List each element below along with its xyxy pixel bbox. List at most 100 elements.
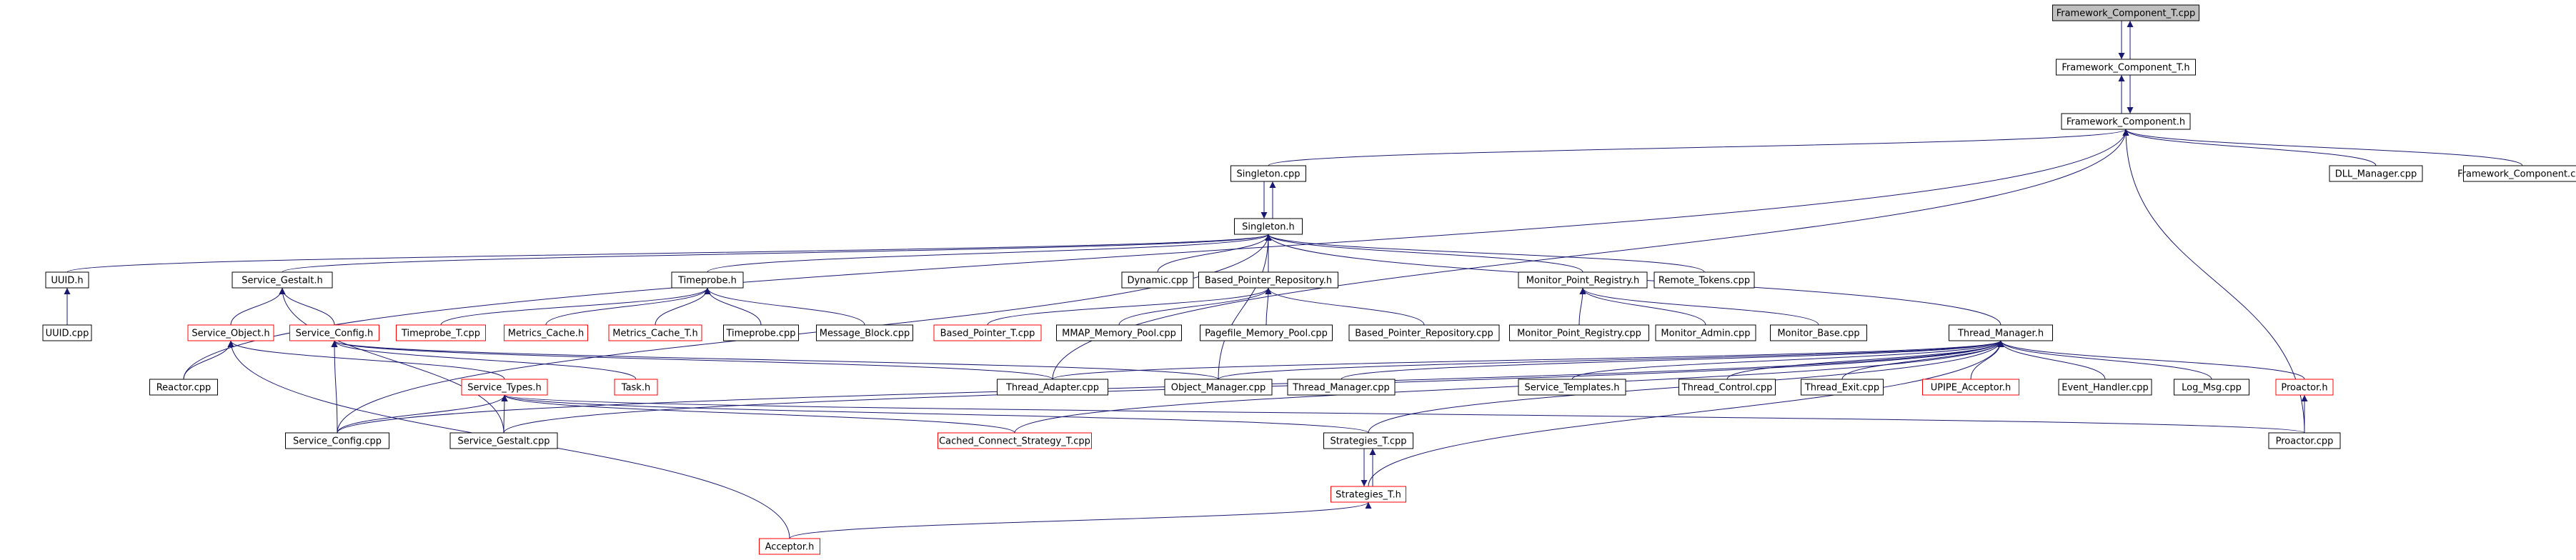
file-node-label: Acceptor.h — [765, 542, 815, 553]
file-node-box — [1653, 271, 1755, 289]
file-node[interactable]: Proactor.cpp — [2268, 432, 2341, 449]
file-node-box — [1056, 324, 1182, 341]
file-node[interactable]: Based_Pointer_Repository.h — [1198, 271, 1338, 289]
include-edge — [1052, 340, 2004, 380]
file-node-label: Proactor.h — [2281, 383, 2327, 394]
file-node-label: Message_Block.cpp — [820, 329, 910, 339]
file-node-label: Service_Config.cpp — [293, 436, 382, 447]
file-node-box — [1323, 432, 1413, 449]
file-node-box — [1121, 271, 1194, 289]
file-node-box — [723, 324, 799, 341]
file-node-label: Thread_Manager.h — [1957, 329, 2044, 339]
file-node[interactable]: UUID.h — [45, 271, 89, 289]
file-node[interactable]: Based_Pointer_T.cpp — [933, 324, 1042, 341]
include-edge — [1157, 234, 1272, 273]
file-node[interactable]: Thread_Manager.h — [1949, 324, 2053, 341]
file-node[interactable]: Strategies_T.cpp — [1323, 432, 1413, 449]
file-node[interactable]: Service_Object.h — [187, 324, 274, 341]
file-node[interactable]: UUID.cpp — [42, 324, 92, 341]
file-node[interactable]: Framework_Component_T.cpp — [2052, 4, 2199, 21]
include-edge — [440, 287, 711, 326]
include-edge — [1052, 129, 2129, 380]
file-node[interactable]: Pagefile_Memory_Pool.cpp — [1200, 324, 1333, 341]
include-edge — [337, 394, 508, 434]
file-node[interactable]: Reactor.cpp — [149, 379, 218, 396]
file-node-label: Proactor.cpp — [2276, 436, 2334, 447]
file-node[interactable]: Service_Gestalt.h — [232, 271, 333, 289]
file-node-label: Pagefile_Memory_Pool.cpp — [1205, 329, 1328, 339]
file-node[interactable]: Framework_Component.h — [2061, 113, 2191, 130]
file-node-label: Service_Types.h — [467, 383, 542, 394]
file-node[interactable]: Singleton.cpp — [1230, 165, 1306, 182]
file-node[interactable]: UPIPE_Acceptor.h — [1922, 379, 2019, 396]
file-node[interactable]: Monitor_Admin.cpp — [1655, 324, 1756, 341]
file-node-box — [2052, 4, 2199, 21]
file-node[interactable]: Service_Templates.h — [1518, 379, 1626, 396]
file-node-box — [1164, 379, 1273, 396]
file-node[interactable]: Monitor_Point_Registry.cpp — [1509, 324, 1649, 341]
file-node-label: Thread_Manager.cpp — [1292, 383, 1390, 394]
file-node[interactable]: Proactor.h — [2275, 379, 2334, 396]
file-node[interactable]: Thread_Adapter.cpp — [997, 379, 1108, 396]
file-node[interactable]: Timeprobe.cpp — [723, 324, 799, 341]
file-node[interactable]: Thread_Control.cpp — [1679, 379, 1776, 396]
file-node-box — [759, 538, 820, 555]
file-node[interactable]: Object_Manager.cpp — [1164, 379, 1273, 396]
file-node[interactable]: Dynamic.cpp — [1121, 271, 1194, 289]
file-node-box — [614, 379, 658, 396]
file-node[interactable]: Message_Block.cpp — [816, 324, 913, 341]
file-node-label: Service_Templates.h — [1524, 383, 1619, 394]
file-node-box — [45, 271, 89, 289]
include-edge — [1268, 129, 2129, 166]
file-node-label: Strategies_T.cpp — [1330, 436, 1406, 447]
file-node[interactable]: Service_Types.h — [461, 379, 548, 396]
file-node[interactable]: Monitor_Point_Registry.h — [1518, 271, 1648, 289]
file-node[interactable]: Service_Config.cpp — [285, 432, 389, 449]
file-node[interactable]: Remote_Tokens.cpp — [1653, 271, 1755, 289]
file-node[interactable]: Based_Pointer_Repository.cpp — [1348, 324, 1500, 341]
include-edge — [331, 340, 1219, 380]
file-node[interactable]: Event_Handler.cpp — [2058, 379, 2152, 396]
file-node[interactable]: Timeprobe_T.cpp — [396, 324, 486, 341]
file-node[interactable]: Thread_Manager.cpp — [1287, 379, 1396, 396]
file-node[interactable]: Acceptor.h — [759, 538, 820, 555]
include-edge — [1014, 340, 2004, 434]
file-node[interactable]: Log_Msg.cpp — [2174, 379, 2249, 396]
file-node-box — [2275, 379, 2334, 396]
file-node-label: Thread_Exit.cpp — [1804, 383, 1879, 394]
file-node[interactable]: DLL_Manager.cpp — [2329, 165, 2423, 182]
file-node-box — [449, 432, 558, 449]
file-node-box — [1801, 379, 1884, 396]
include-edge — [230, 287, 286, 326]
include-edge — [1997, 340, 2305, 380]
file-node[interactable]: Monitor_Base.cpp — [1770, 324, 1867, 341]
file-node-box — [1770, 324, 1867, 341]
file-node-box — [1348, 324, 1500, 341]
file-node[interactable]: Framework_Component_T.h — [2056, 59, 2196, 76]
file-node-box — [285, 432, 389, 449]
file-node[interactable]: MMAP_Memory_Pool.cpp — [1056, 324, 1182, 341]
file-node-label: UPIPE_Acceptor.h — [1931, 383, 2011, 394]
file-node[interactable]: Framework_Component.cpp — [2457, 165, 2576, 182]
file-node[interactable]: Service_Gestalt.cpp — [449, 432, 558, 449]
file-node[interactable]: Strategies_T.h — [1331, 486, 1406, 503]
file-node-label: Reactor.cpp — [156, 383, 212, 394]
file-node-label: Monitor_Point_Registry.h — [1526, 276, 1639, 286]
include-edge — [1579, 287, 1706, 326]
file-node-box — [1287, 379, 1396, 396]
file-node[interactable]: Service_Config.h — [289, 324, 379, 341]
file-node[interactable]: Thread_Exit.cpp — [1801, 379, 1884, 396]
file-node-box — [1509, 324, 1649, 341]
file-node[interactable]: Timeprobe.h — [671, 271, 744, 289]
include-edge — [1368, 340, 2004, 487]
file-node-label: Monitor_Point_Registry.cpp — [1517, 329, 1641, 339]
file-node[interactable]: Cached_Connect_Strategy_T.cpp — [938, 432, 1092, 449]
file-node[interactable]: Metrics_Cache.h — [504, 324, 588, 341]
file-node-label: Monitor_Base.cpp — [1777, 329, 1859, 339]
file-node[interactable]: Task.h — [614, 379, 658, 396]
file-node[interactable]: Metrics_Cache_T.h — [608, 324, 702, 341]
file-node-box — [2329, 165, 2423, 182]
include-edge — [655, 287, 711, 326]
file-node[interactable]: Singleton.h — [1234, 218, 1303, 235]
